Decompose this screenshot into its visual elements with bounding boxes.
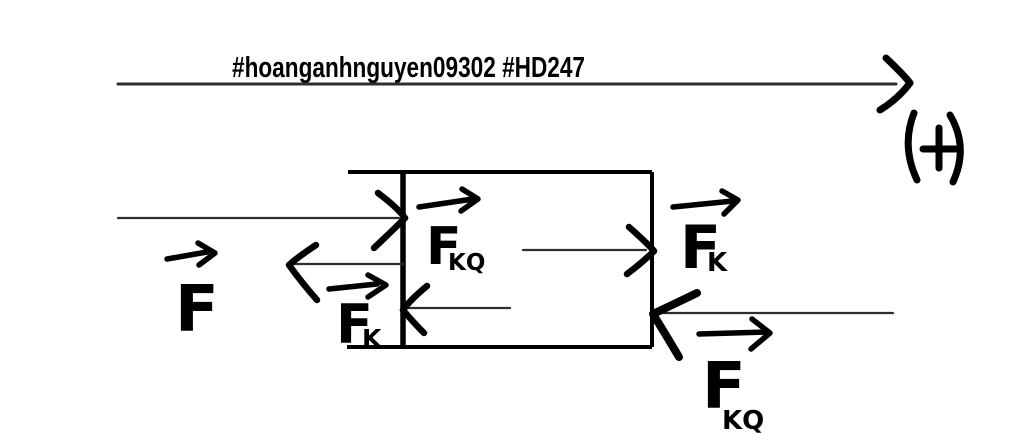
label-fk-left: F K (326, 272, 389, 356)
label-applied-force: F (164, 240, 219, 347)
label-fk-right: F K (670, 188, 741, 283)
right-paren-stroke (946, 111, 964, 186)
force-subscript: KQ (448, 250, 485, 276)
applied-force-arrow-into-left-wall (116, 189, 409, 252)
force-subscript: K (362, 324, 383, 353)
force-symbol: F (336, 293, 373, 356)
right-arrowhead-icon (370, 189, 409, 252)
axis-arrowhead-icon (876, 54, 914, 114)
left-arrowhead-icon (399, 282, 431, 337)
left-arrowhead-icon (649, 289, 701, 361)
left-paren-stroke (904, 109, 921, 184)
reaction-arrow-out-of-left-wall (285, 241, 405, 304)
label-fkq-right: F KQ (696, 316, 773, 434)
force-symbol: F (175, 273, 219, 347)
force-symbol: F (426, 217, 462, 277)
left-arrowhead-icon (285, 241, 321, 304)
force-subscript: K (707, 248, 728, 278)
inner-force-arrow (521, 223, 658, 278)
force-arrow-into-right-side (649, 289, 895, 361)
force-symbol: F (680, 213, 721, 283)
plus-direction-sign (904, 109, 964, 186)
vector-hat-icon (164, 240, 218, 268)
vector-hat-icon (326, 272, 389, 300)
block-box (347, 170, 654, 349)
inner-reaction-arrow (399, 282, 512, 337)
positive-axis-arrow (116, 54, 914, 114)
watermark-text: #hoanganhnguyen09302 #HD247 (232, 52, 585, 84)
label-fkq-inner: F KQ (416, 186, 485, 277)
force-subscript: KQ (722, 406, 764, 434)
vector-hat-icon (670, 188, 741, 217)
force-symbol: F (702, 350, 746, 424)
vector-hat-icon (416, 186, 481, 214)
right-arrowhead-icon (623, 223, 658, 278)
vector-hat-icon (696, 316, 773, 352)
